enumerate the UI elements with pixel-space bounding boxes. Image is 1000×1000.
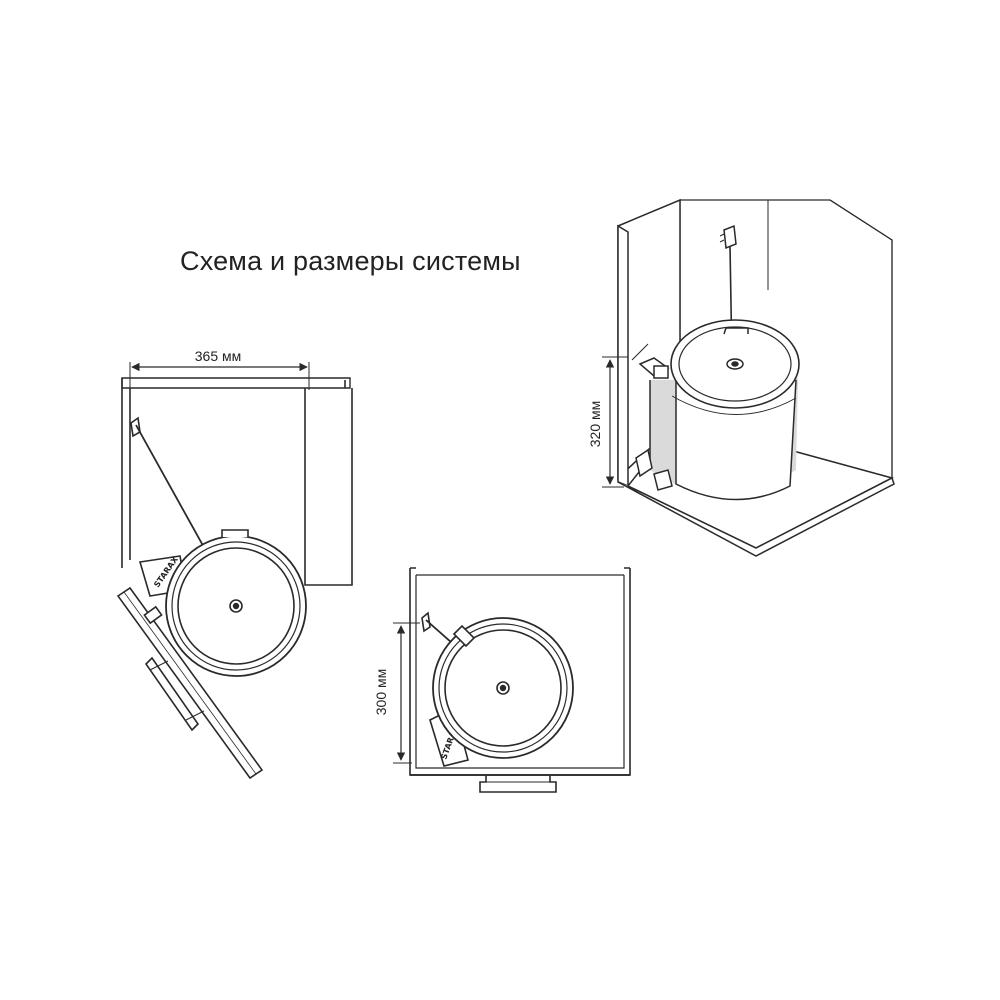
bin-drum-top	[165, 529, 307, 677]
dimension-width: 365 мм	[129, 348, 310, 390]
dimension-width-label: 365 мм	[195, 348, 242, 364]
dimension-height-label: 320 мм	[587, 401, 603, 448]
bin-drum-3d	[649, 319, 800, 501]
hinge-lower	[635, 448, 673, 491]
open-door	[116, 586, 264, 780]
top-view-closed-diagram: 300 мм STARAX	[373, 567, 631, 793]
dimension-depth-label: 300 мм	[373, 669, 389, 716]
hinge-upper	[631, 343, 670, 379]
page-title: Схема и размеры системы	[180, 246, 521, 276]
dimension-height: 320 мм	[587, 356, 628, 488]
bin-drum-closed	[432, 617, 574, 759]
top-view-open-diagram: 365 мм STARAX	[116, 348, 353, 780]
dimension-depth: 300 мм	[373, 622, 420, 764]
isometric-view-diagram: 320 мм	[587, 198, 895, 557]
